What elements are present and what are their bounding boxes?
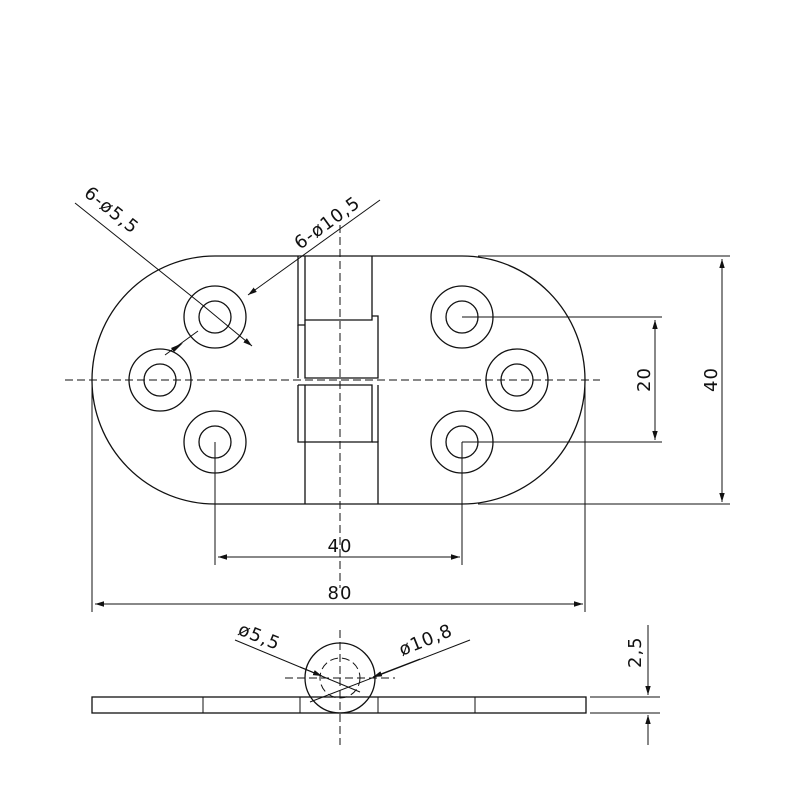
dim-horizontal-hole-spacing-label: 40	[328, 536, 353, 557]
dim-vertical-hole-spacing-label: 20	[634, 367, 655, 392]
hole-left-top	[183, 285, 247, 349]
dim-vertical-hole-spacing: 20	[462, 316, 662, 443]
dim-overall-length-label: 80	[328, 583, 353, 604]
callout-knuckle-diameter: ø10,8	[309, 620, 471, 703]
dim-horizontal-hole-spacing: 40	[214, 442, 463, 565]
knuckle-profile	[285, 630, 395, 745]
callout-pin-diameter: ø5,5	[234, 619, 361, 693]
top-view: 6-ø5,5 6-ø10,5 20 40 40	[65, 182, 730, 612]
callout-small-holes-label: 6-ø5,5	[80, 182, 143, 238]
dim-overall-width-label: 40	[701, 367, 722, 392]
callout-knuckle-diameter-label: ø10,8	[396, 620, 456, 660]
dim-overall-width: 40	[478, 255, 730, 505]
callout-countersinks: 6-ø10,5	[164, 192, 381, 356]
dim-thickness-label: 2,5	[625, 636, 646, 668]
dim-thickness: 2,5	[590, 625, 660, 745]
knuckle-section	[297, 255, 379, 505]
side-view: ø5,5 ø10,8 2,5	[91, 619, 660, 745]
callout-small-holes: 6-ø5,5	[74, 182, 253, 347]
callout-countersinks-label: 6-ø10,5	[291, 192, 365, 254]
dim-overall-length: 80	[91, 385, 586, 612]
plate-profile	[91, 696, 587, 714]
